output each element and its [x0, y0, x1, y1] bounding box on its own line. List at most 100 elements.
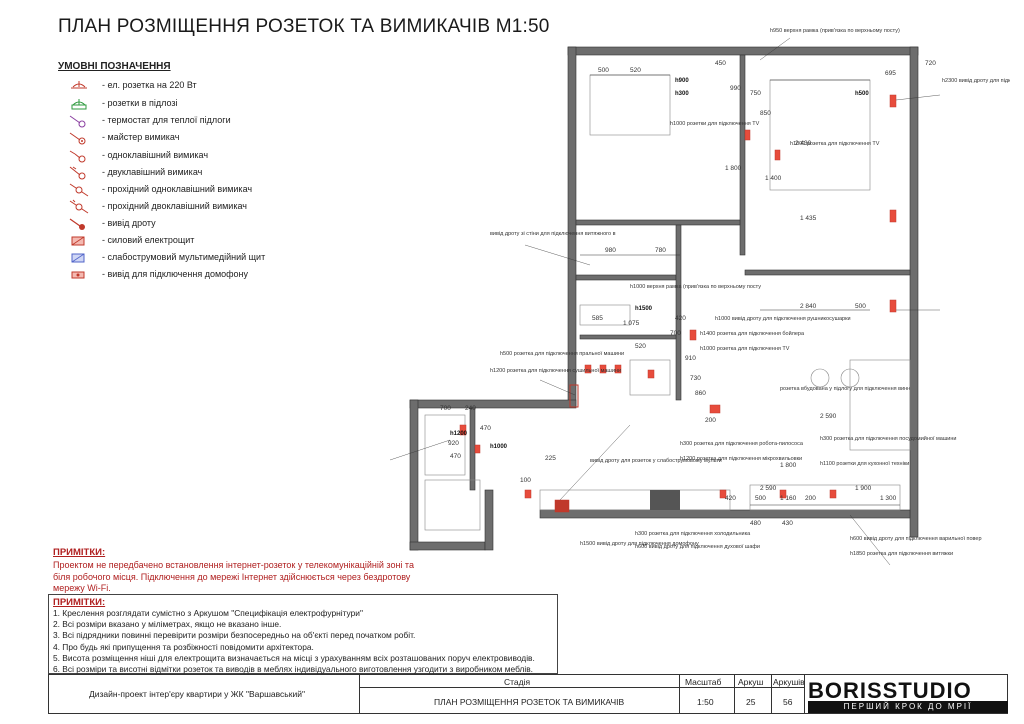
plan-dimension: 1 160 [780, 495, 797, 502]
plan-dimension: 2 430 [795, 140, 812, 147]
plan-dimension: 1 800 [725, 165, 742, 172]
note-item: 3. Всі підрядники повинні перевірити роз… [53, 630, 416, 641]
plan-dimension: 430 [782, 520, 793, 527]
sheets-total-label: Аркушів [773, 677, 805, 687]
plan-label: h1400 розетка для підключення бойлера [700, 330, 805, 337]
plan-label: h1000 верхня рамка (прив'язка по верхньо… [630, 284, 761, 290]
legend-item-single-switch: - одноклавішний вимикач [66, 148, 296, 164]
plan-dimension: 200 [805, 495, 816, 502]
plan-dimension: 470 [480, 425, 491, 432]
plan-dimension: 2 590 [820, 413, 837, 420]
legend-label: - одноклавішний вимикач [102, 150, 209, 160]
sheets-total-value: 56 [783, 697, 793, 707]
plan-dimension: 1 900 [855, 485, 872, 492]
note-item: 1. Креслення розглядати сумістно з Аркуш… [53, 608, 363, 618]
company-slogan: ПЕРШИЙ КРОК ДО МРІЇ [808, 701, 1008, 713]
plan-label: h300 розетка для підключення робота-пило… [680, 441, 804, 447]
legend-label: - вивід для підключення домофону [102, 269, 249, 279]
plan-dimension: 500 [598, 67, 609, 74]
plan-dimension: 1 075 [623, 320, 640, 327]
general-notes-heading: ПРИМІТКИ: [53, 597, 106, 608]
plan-panel [650, 490, 680, 510]
plan-dimension: 1 800 [780, 462, 797, 469]
plan-dimension: 1 300 [880, 495, 897, 502]
legend-label: - вивід дроту [102, 218, 156, 228]
plan-dimension: 470 [450, 453, 461, 460]
plan-label: вивід дроту зі стіни для підключення вит… [490, 231, 616, 237]
plan-label: h1000 розетка для підключення TV [790, 141, 880, 147]
plan-dimension: 750 [750, 90, 761, 97]
plan-dimension: 585 [592, 315, 603, 322]
plan-label: h1500 [635, 306, 653, 312]
legend-item-pass-single: - прохідний одноклавішний вимикач [66, 182, 296, 198]
legend-label: - ел. розетка на 220 Вт [102, 80, 197, 90]
legend-label: - майстер вимикач [102, 132, 180, 142]
internet-note-heading: ПРИМІТКИ: [53, 547, 106, 558]
legend-item-pass-double: - прохідний двоклавішний вимикач [66, 199, 296, 215]
plan-dimension: 910 [685, 355, 696, 362]
plan-dimension: 2 840 [800, 303, 817, 310]
company-logo: BORISSTUDIO [808, 678, 972, 703]
plan-dimension: 240 [465, 405, 476, 412]
plan-dimension: 850 [760, 110, 771, 117]
plan-dimension: 500 [855, 303, 866, 310]
double-switch-icon [69, 166, 86, 180]
plan-label: h600 вивід дроту для підключення духової… [635, 544, 760, 550]
plan-dimension: 420 [725, 495, 736, 502]
plan-dimension: 520 [635, 343, 646, 350]
sheet-name: ПЛАН РОЗМІЩЕННЯ РОЗЕТОК ТА ВИМИКАЧІВ [434, 697, 625, 707]
note-item: 6. Всі розміри та висотні відмітки розет… [53, 664, 534, 675]
plan-label: h1200 [450, 431, 468, 437]
plan-label: h300 розетка для підключення посудомийно… [820, 435, 956, 442]
plan-dimension: 860 [695, 390, 706, 397]
stage-label: Стадія [504, 677, 531, 687]
plan-dimension: 700 [670, 330, 681, 337]
single-switch-icon [69, 150, 86, 163]
legend-item-thermostat: - термостат для теплої підлоги [66, 113, 296, 129]
plan-label: h900 [675, 78, 689, 84]
note-item: 4. Про будь які припущення та розбіжност… [53, 641, 314, 652]
plan-label: h1000 розетка для підключення TV [700, 346, 790, 352]
legend-item-floor-socket: - розетки в підлозі [66, 96, 296, 112]
general-notes: ПРИМІТКИ: 1. Креслення розглядати суміст… [48, 594, 558, 674]
plan-dim-lines [580, 74, 900, 506]
plan-dimension: 1 435 [800, 215, 817, 222]
plan-dimension: 920 [448, 440, 459, 447]
plan-dimension: 520 [630, 67, 641, 74]
legend-item-double-switch: - двуклавішний вимикач [66, 165, 296, 181]
legend-item-multimedia-panel: - слабострумовий мультимедійний щит [66, 250, 296, 266]
scale-label: Масштаб [685, 677, 722, 687]
note-item: 2. Всі розміри вказано у міліметрах, якщ… [53, 619, 282, 630]
legend-label: - прохідний одноклавішний вимикач [102, 184, 253, 194]
intercom-outlet-icon [71, 271, 85, 279]
legend-label: - силовий електрощит [102, 235, 195, 245]
thermostat-icon [69, 115, 86, 128]
plan-label: h1850 розетка для підключення витяжки [850, 551, 953, 557]
plan-label: h600 вивід дроту для підключення варильн… [850, 536, 982, 542]
master-switch-icon [69, 132, 86, 145]
plan-dimension: 2 590 [760, 485, 777, 492]
plan-label: h500 розетка для підключення пральної ма… [500, 351, 624, 357]
plan-dimension: 730 [690, 375, 701, 382]
legend-label: - розетки в підлозі [102, 98, 178, 108]
internet-note: ПРИМІТКИ: Проектом не передбачено встано… [53, 547, 425, 593]
wire-outlet-icon [69, 218, 85, 230]
plan-dimension: 695 [885, 70, 896, 77]
plan-label: h500 [855, 91, 869, 97]
multimedia-panel-icon [71, 253, 85, 263]
plan-label: h1200 розетка для підключення сушильної … [490, 368, 621, 374]
power-panel-icon [71, 236, 85, 246]
plan-leaders [389, 37, 941, 566]
general-notes-list: 1. Креслення розглядати сумістно з Аркуш… [53, 608, 553, 675]
plan-dimension: 450 [715, 60, 726, 67]
legend-item-power-panel: - силовий електрощит [66, 233, 296, 249]
plan-walls [409, 46, 919, 551]
scale-value: 1:50 [697, 697, 714, 707]
plan-dimension: 100 [520, 477, 531, 484]
plan-dimension: 980 [605, 247, 616, 254]
plan-red-markers [459, 94, 897, 513]
legend-item-master-switch: - майстер вимикач [66, 130, 296, 146]
legend-label: - слабострумовий мультимедійний щит [102, 252, 266, 262]
plan-dimension: 225 [545, 455, 556, 462]
title-block: Дизайн-проект інтер'єру квартири у ЖК "В… [48, 674, 1008, 714]
